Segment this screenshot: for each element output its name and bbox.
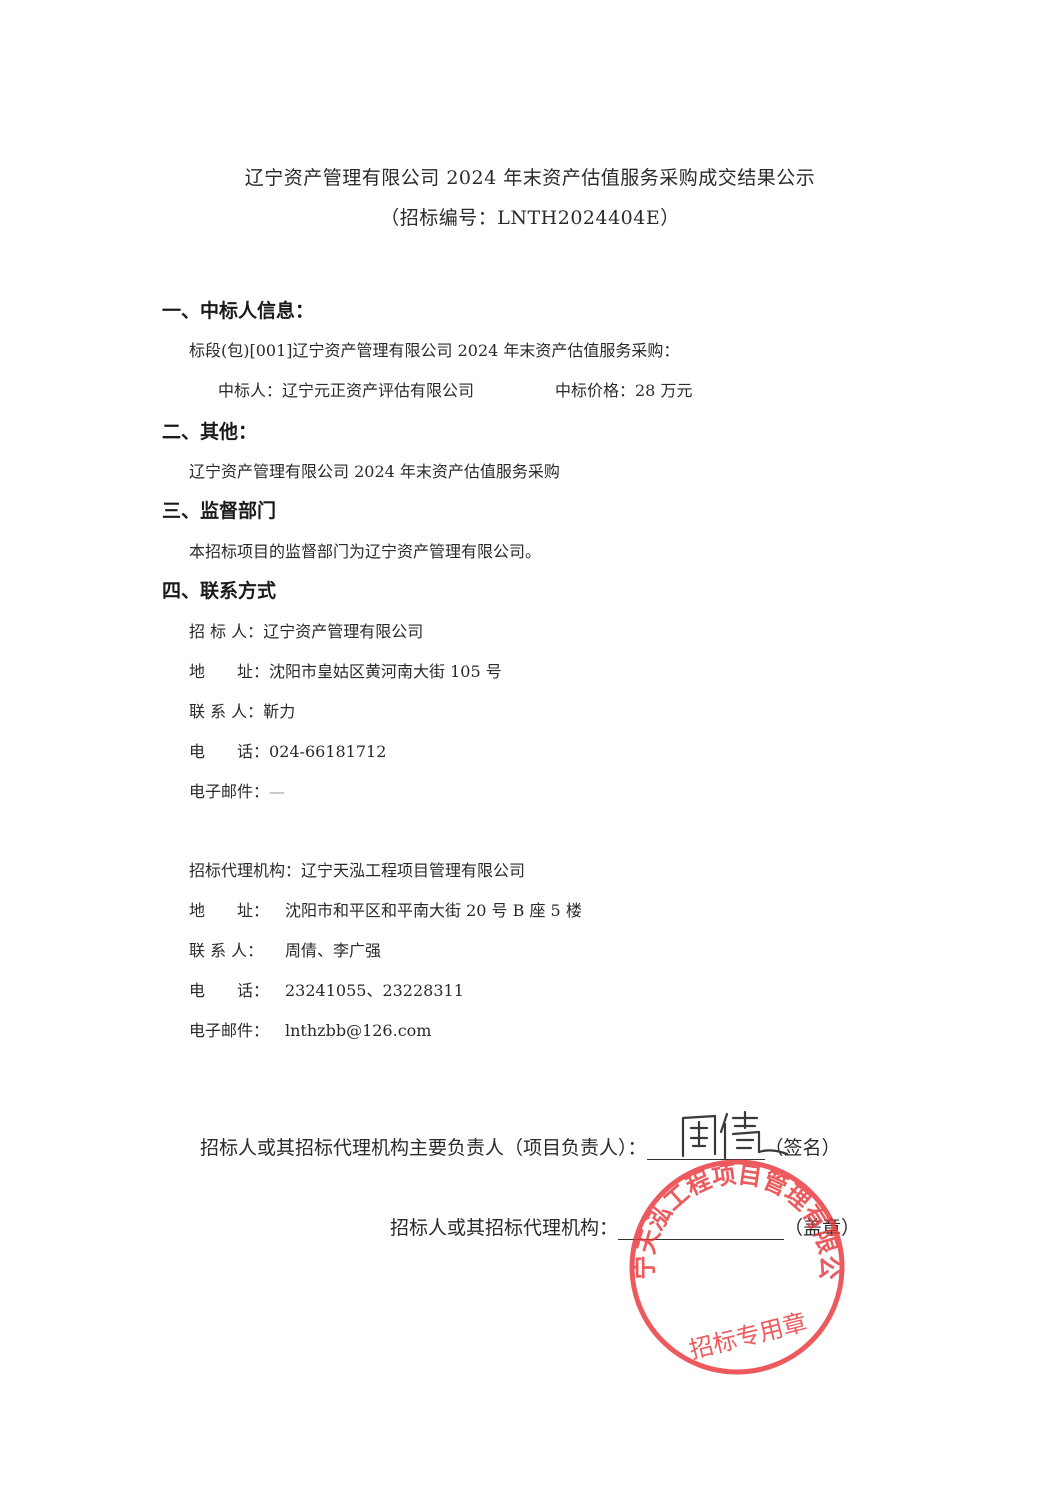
tenderer-contact-row: 联 系 人：靳力	[189, 698, 295, 722]
tenderer-name-row: 招 标 人：辽宁资产管理有限公司	[189, 618, 423, 642]
seal-outer-text: 辽宁天泓工程项目管理有限公司	[622, 1152, 843, 1280]
agency-seal-line: 招标人或其招标代理机构： （盖章）	[390, 1213, 860, 1240]
tenderer-name: 辽宁资产管理有限公司	[263, 622, 424, 641]
seal-blank	[618, 1217, 785, 1240]
signature-blank	[646, 1137, 765, 1160]
winning-price: 中标价格：28 万元	[555, 381, 693, 400]
tenderer-email-label: 电子邮件：	[189, 782, 270, 801]
agency-address-label: 地 址：	[189, 901, 270, 920]
tenderer-contact-label: 联 系 人：	[189, 702, 264, 721]
section-other-heading: 二、其他：	[162, 421, 258, 443]
other-text: 辽宁资产管理有限公司 2024 年末资产估值服务采购	[189, 462, 560, 481]
tenderer-contact: 靳力	[263, 702, 296, 721]
tenderer-email-row: 电子邮件：—	[189, 778, 285, 802]
winner-name: 中标人：辽宁元正资产评估有限公司	[218, 381, 475, 400]
tenderer-phone-label: 电 话：	[189, 742, 270, 761]
company-seal: 辽宁天泓工程项目管理有限公司 招标专用章	[622, 1152, 845, 1375]
agency-email-label: 电子邮件：	[189, 1021, 270, 1040]
agency-phone-row: 电 话： 23241055、23228311	[189, 977, 464, 1001]
handwritten-signature	[681, 1110, 789, 1160]
agency-phone-label: 电 话：	[189, 981, 270, 1000]
supervision-text: 本招标项目的监督部门为辽宁资产管理有限公司。	[189, 542, 542, 561]
agency-name-row: 招标代理机构：辽宁天泓工程项目管理有限公司	[189, 857, 525, 881]
lot-line: 标段(包)[001]辽宁资产管理有限公司 2024 年末资产估值服务采购：	[189, 341, 680, 360]
agency-contact-row: 联 系 人： 周倩、李广强	[189, 937, 381, 961]
bid-number: （招标编号：LNTH2024404E）	[380, 207, 680, 229]
tenderer-phone-row: 电 话：024-66181712	[189, 738, 386, 762]
tenderer-phone: 024-66181712	[269, 742, 387, 761]
tenderer-email: —	[269, 782, 286, 801]
agency-contact-label: 联 系 人：	[189, 941, 264, 960]
agency-address: 沈阳市和平区和平南大街 20 号 B 座 5 楼	[285, 901, 582, 920]
agency-contact: 周倩、李广强	[285, 941, 382, 960]
tenderer-address-row: 地 址：沈阳市皇姑区黄河南大街 105 号	[189, 658, 502, 682]
seal-note: （盖章）	[784, 1217, 861, 1239]
tenderer-address: 沈阳市皇姑区黄河南大街 105 号	[269, 662, 502, 681]
agency-phone: 23241055、23228311	[285, 981, 464, 1000]
section-winner-heading: 一、中标人信息：	[162, 300, 315, 322]
agency-seal-label: 招标人或其招标代理机构：	[390, 1217, 619, 1239]
tenderer-name-label: 招 标 人：	[189, 622, 264, 641]
agency-email: lnthzbb@126.com	[285, 1021, 432, 1040]
agency-email-row: 电子邮件： lnthzbb@126.com	[189, 1017, 431, 1041]
agency-name: 辽宁天泓工程项目管理有限公司	[301, 861, 526, 880]
section-supervision-heading: 三、监督部门	[162, 500, 277, 522]
agency-name-label: 招标代理机构：	[189, 861, 302, 880]
document-title: 辽宁资产管理有限公司 2024 年末资产估值服务采购成交结果公示	[244, 167, 816, 189]
tenderer-address-label: 地 址：	[189, 662, 270, 681]
principal-label: 招标人或其招标代理机构主要负责人（项目负责人）：	[200, 1137, 647, 1159]
agency-address-row: 地 址： 沈阳市和平区和平南大街 20 号 B 座 5 楼	[189, 897, 582, 921]
section-contact-heading: 四、联系方式	[162, 580, 277, 602]
